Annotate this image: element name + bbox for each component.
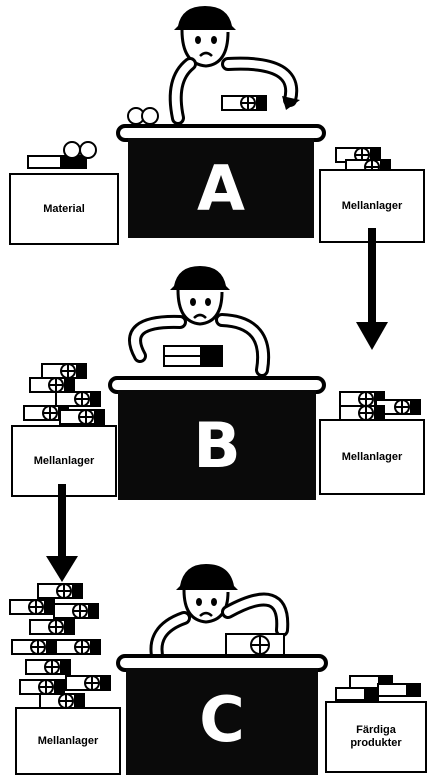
station-c bbox=[9, 564, 427, 775]
arrow-down-icon bbox=[356, 228, 388, 350]
fardiga-produkter-box bbox=[325, 675, 427, 773]
worker-icon bbox=[128, 266, 271, 377]
box-icon bbox=[127, 107, 159, 125]
mellanlager-input-box-c bbox=[9, 583, 121, 775]
station-letter-a: A bbox=[197, 152, 245, 226]
arrow-down-icon bbox=[46, 484, 78, 582]
package-icon bbox=[221, 95, 267, 111]
output-label-b: Mellanlager bbox=[341, 450, 403, 463]
package-icon bbox=[225, 633, 285, 657]
output-label-a: Mellanlager bbox=[341, 199, 403, 212]
station-letter-b: B bbox=[193, 409, 241, 483]
input-label-c: Mellanlager bbox=[37, 734, 99, 747]
mellanlager-output-box bbox=[319, 391, 425, 495]
station-a bbox=[9, 6, 425, 350]
package-icon bbox=[163, 345, 223, 367]
worker-icon bbox=[168, 6, 300, 125]
material-box bbox=[9, 141, 119, 245]
station-letter-c: C bbox=[199, 683, 245, 757]
desk-icon bbox=[108, 376, 326, 500]
station-b bbox=[11, 266, 425, 582]
output-label-c: Färdiga produkter bbox=[350, 724, 402, 749]
input-label-b: Mellanlager bbox=[33, 454, 95, 467]
desk-icon bbox=[116, 654, 328, 775]
input-label-a: Material bbox=[43, 202, 85, 215]
desk-icon bbox=[116, 124, 326, 238]
